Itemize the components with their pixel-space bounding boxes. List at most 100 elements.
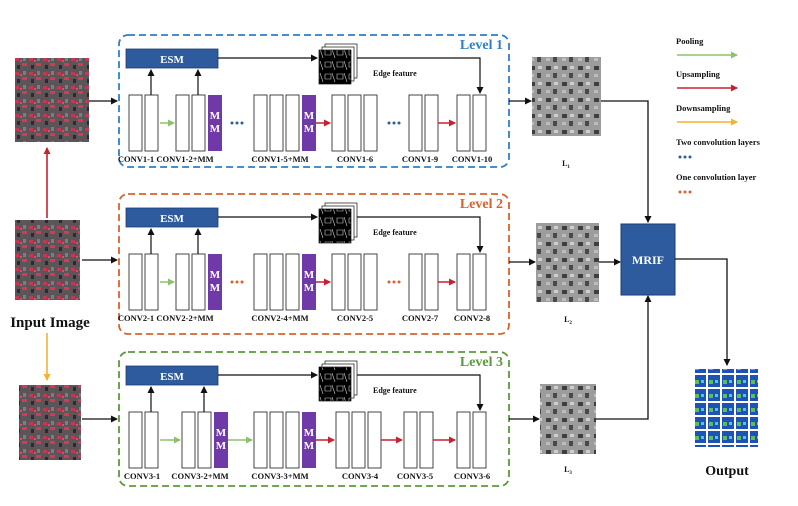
legend-label: Pooling <box>676 36 704 46</box>
level-title: Level 1 <box>460 38 503 53</box>
conv-layer <box>347 253 362 311</box>
ellipsis-dot <box>235 280 239 284</box>
edge-feature-map <box>318 49 352 85</box>
conv-layer <box>472 94 487 152</box>
mm-label: M <box>304 282 315 294</box>
mrif-label: MRIF <box>632 253 664 267</box>
ellipsis-dots-icon <box>688 155 692 159</box>
conv-layer-label: CONV1-9 <box>402 154 438 164</box>
conv-layer <box>285 94 300 152</box>
conv-layer <box>144 94 159 152</box>
legend-label: One convolution layer <box>676 172 757 182</box>
input-image-label: Input Image <box>10 315 90 331</box>
conv-layer-label: CONV2-1 <box>118 313 154 323</box>
result-map-l1 <box>532 57 601 136</box>
mm-block <box>302 95 316 151</box>
ellipsis-dot <box>230 280 234 284</box>
result-label-l2: L2 <box>564 315 572 326</box>
result-map-l2 <box>536 223 599 302</box>
conv-layer <box>363 94 378 152</box>
conv-layer <box>269 411 284 469</box>
conv-layer-label: CONV3-6 <box>454 471 490 481</box>
ellipsis-dots-icon <box>683 190 687 194</box>
legend-label: Upsampling <box>676 69 721 79</box>
ellipsis-dot <box>387 121 391 125</box>
conv-layer <box>144 253 159 311</box>
conv-layer <box>253 411 268 469</box>
conv-layer <box>144 411 159 469</box>
edge-feature-map <box>318 366 352 402</box>
output-block: Output <box>695 369 758 479</box>
conv-layer <box>331 94 346 152</box>
conv-layer <box>424 253 439 311</box>
legend-item-two-convolution-layers: Two convolution layers <box>676 137 761 159</box>
conv-layer-label: CONV2-5 <box>337 313 373 323</box>
ellipsis-dot <box>392 280 396 284</box>
conv-layer <box>285 253 300 311</box>
conv-layer <box>128 94 143 152</box>
mm-block <box>208 95 222 151</box>
conv-layer-label: CONV3-5 <box>397 471 433 481</box>
conv-layer <box>181 411 196 469</box>
conv-layer <box>456 253 471 311</box>
legend-item-upsampling: Upsampling <box>676 69 738 92</box>
conv-layer <box>253 253 268 311</box>
ellipsis-dots-icon <box>678 155 682 159</box>
mrif-to-output-arrow <box>675 258 731 366</box>
legend-label: Two convolution layers <box>676 137 761 147</box>
result-label-l3: L3 <box>564 465 572 476</box>
conv-layer-label: CONV2-4+MM <box>251 313 308 323</box>
mm-block <box>302 254 316 310</box>
conv-layer <box>331 253 346 311</box>
conv-layer <box>472 411 487 469</box>
mm-label: M <box>304 440 315 452</box>
ellipsis-dot <box>387 280 391 284</box>
ellipsis-dot <box>397 280 401 284</box>
conv-layer <box>347 94 362 152</box>
result-maps: L1 L2 L3 <box>532 57 601 476</box>
legend-item-one-convolution-layer: One convolution layer <box>676 172 757 194</box>
mrif-block: MRIF <box>620 223 676 296</box>
input-images: Input Image <box>10 58 90 460</box>
esm-label: ESM <box>160 213 184 225</box>
conv-layer <box>285 411 300 469</box>
l3-to-mrif-arrow <box>596 295 652 420</box>
conv-layer <box>456 94 471 152</box>
conv-layer <box>191 253 206 311</box>
input-image-level3 <box>19 385 81 460</box>
conv-layer <box>424 94 439 152</box>
ellipsis-dots-icon <box>678 190 682 194</box>
edge-feature-label: Edge feature <box>373 69 417 78</box>
conv-layer-label: CONV1-1 <box>118 154 154 164</box>
conv-layer <box>269 94 284 152</box>
esm-label: ESM <box>160 371 184 383</box>
mm-block <box>208 254 222 310</box>
conv-layer <box>128 411 143 469</box>
result-map-l3 <box>540 384 596 454</box>
conv-layer <box>335 411 350 469</box>
edge-to-conv-arrow <box>357 374 484 411</box>
conv-layer-label: CONV3-1 <box>124 471 160 481</box>
result-label-l1: L1 <box>562 159 570 170</box>
level-title: Level 2 <box>460 197 503 212</box>
edge-feature-label: Edge feature <box>373 386 417 395</box>
esm-label: ESM <box>160 54 184 66</box>
conv-layer-label: CONV3-2+MM <box>171 471 228 481</box>
mm-label: M <box>304 123 315 135</box>
mm-label: M <box>304 427 315 439</box>
mm-block <box>214 412 228 468</box>
legend-label: Downsampling <box>676 103 731 113</box>
legend-item-pooling: Pooling <box>676 36 738 59</box>
conv-layer-label: CONV2-2+MM <box>156 313 213 323</box>
mm-label: M <box>210 269 221 281</box>
input-image-level2 <box>15 220 80 300</box>
conv-layer <box>456 411 471 469</box>
conv-layer <box>197 411 212 469</box>
conv-layer <box>403 411 418 469</box>
conv-layer-label: CONV1-2+MM <box>156 154 213 164</box>
conv-layer-label: CONV2-7 <box>402 313 439 323</box>
